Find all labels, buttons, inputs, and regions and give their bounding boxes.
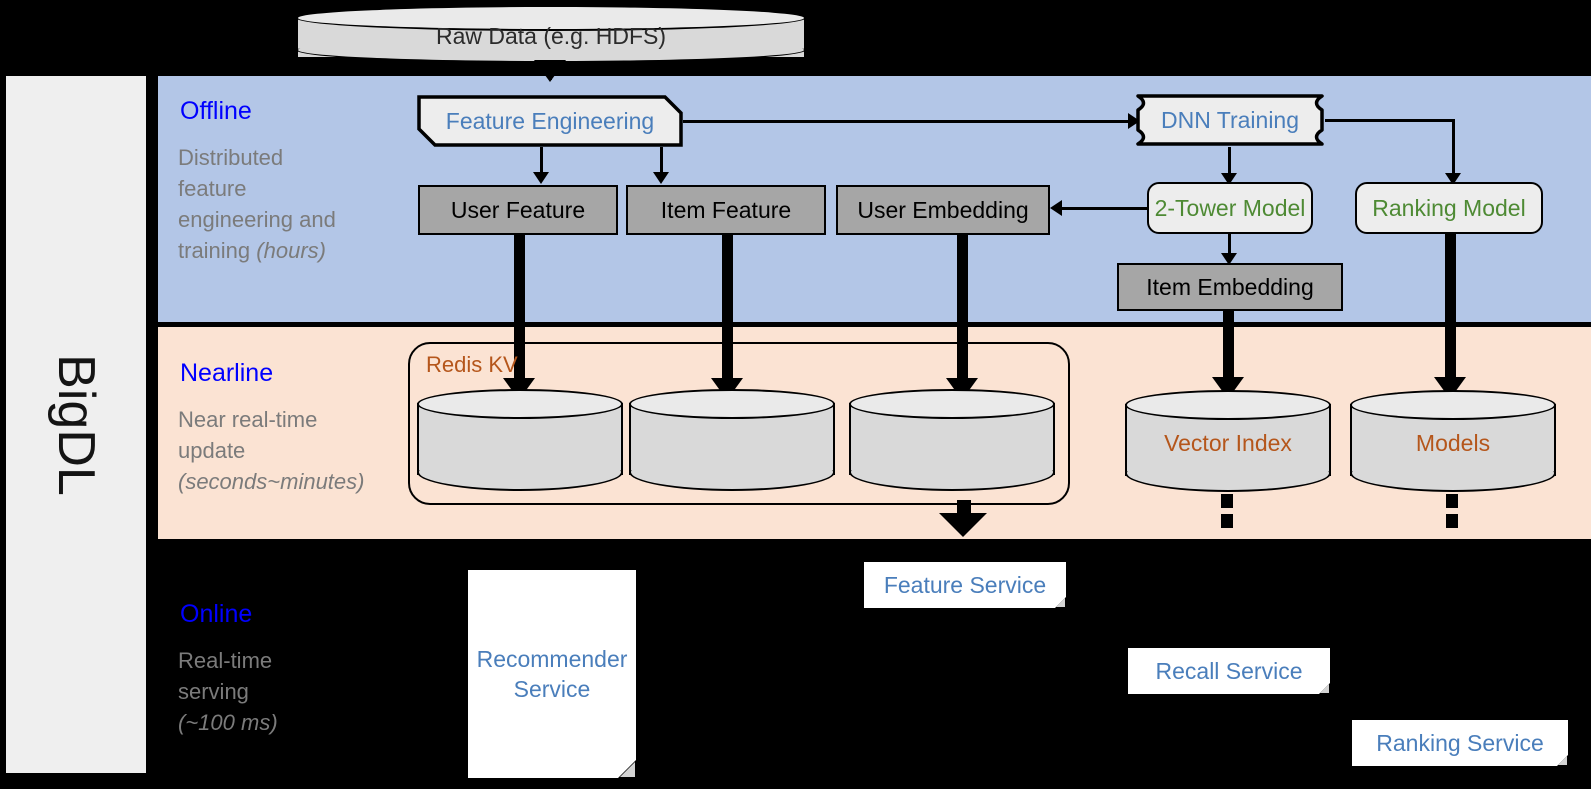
redis-kv-label: Redis KV (426, 352, 518, 377)
page-fold-inner-icon (1320, 684, 1329, 693)
connector-vectorindex-dash-1 (1221, 494, 1233, 508)
dnn-training-node[interactable]: DNN Training (1135, 93, 1325, 147)
nearline-subtitle-emphasis: (seconds~minutes) (178, 469, 365, 494)
page-fold-inner-icon (620, 762, 635, 777)
store-1-cylinder[interactable] (417, 389, 623, 493)
two-tower-model-node[interactable]: 2-Tower Model (1147, 182, 1313, 234)
nearline-subtitle-line2: update (178, 438, 246, 463)
pipe-userembedding-line (957, 235, 968, 380)
connector-models-dash-1 (1446, 494, 1458, 508)
dnn-training-label: DNN Training (1160, 106, 1300, 133)
recommender-service-label: Recommender Service (477, 644, 628, 704)
edge-fe-to-itemfeature-arrow (653, 172, 669, 184)
recall-service-label: Recall Service (1155, 657, 1303, 684)
edge-fe-to-userfeature-line (540, 147, 543, 175)
recommender-service-label-line2: Service (513, 676, 591, 702)
offline-subtitle-line3: engineering and (178, 207, 336, 232)
nearline-band-title: Nearline (180, 359, 274, 387)
page-fold-inner-icon (1558, 756, 1567, 765)
user-feature-node[interactable]: User Feature (418, 185, 618, 235)
offline-band-subtitle: Distributed feature engineering and trai… (178, 142, 393, 266)
recommender-service-node[interactable]: Recommender Service (468, 570, 636, 778)
redis-kv-container (408, 342, 1070, 505)
offline-band-title: Offline (180, 97, 252, 125)
offline-subtitle-emphasis: (hours) (256, 238, 326, 263)
edge-dnn-to-twotower-line (1228, 147, 1231, 177)
pipe-rankingmodel-line (1445, 234, 1456, 379)
offline-subtitle-line2: feature (178, 176, 247, 201)
recall-service-node[interactable]: Recall Service (1128, 648, 1330, 694)
edge-fe-to-userfeature-arrow (533, 172, 549, 184)
edge-dnn-to-ranking-v (1452, 119, 1455, 177)
online-subtitle-line2: serving (178, 679, 249, 704)
pipe-itemembedding-line (1223, 311, 1234, 379)
pipe-userfeature-line (514, 235, 525, 380)
ranking-model-label: Ranking Model (1372, 194, 1526, 221)
offline-subtitle-line4: training (178, 238, 257, 263)
raw-data-label: Raw Data (e.g. HDFS) (435, 23, 667, 49)
connector-redis-to-featureservice-stub (957, 500, 971, 514)
vector-index-label: Vector Index (1164, 430, 1292, 456)
feature-service-label: Feature Service (883, 571, 1047, 598)
feature-engineering-shape (417, 95, 683, 147)
raw-data-cylinder: Raw Data (e.g. HDFS) (296, 5, 806, 63)
ranking-service-node[interactable]: Ranking Service (1352, 720, 1568, 766)
edge-twotower-to-itemembedding-arrow (1221, 253, 1237, 265)
models-label: Models (1415, 430, 1491, 456)
user-embedding-node[interactable]: User Embedding (836, 185, 1050, 235)
dnn-training-shape (1136, 94, 1324, 146)
offline-subtitle-line1: Distributed (178, 145, 284, 170)
ranking-service-label: Ranking Service (1376, 729, 1544, 756)
edge-fe-to-dnn-line (683, 120, 1133, 123)
online-band-title: Online (180, 600, 253, 628)
user-feature-label: User Feature (450, 196, 586, 223)
nearline-subtitle-line1: Near real-time (178, 407, 318, 432)
pipe-itemfeature-line (722, 235, 733, 380)
edge-dnn-to-ranking-h (1325, 119, 1454, 122)
two-tower-model-label: 2-Tower Model (1154, 194, 1306, 221)
item-feature-node[interactable]: Item Feature (626, 185, 826, 235)
edge-twotower-to-itemembedding-line (1228, 234, 1231, 258)
user-embedding-label: User Embedding (857, 196, 1029, 223)
feature-service-node[interactable]: Feature Service (864, 562, 1066, 608)
connector-models-dash-2 (1446, 514, 1458, 528)
nearline-band-subtitle: Near real-time update (seconds~minutes) (178, 404, 393, 497)
item-embedding-label: Item Embedding (1146, 273, 1314, 300)
online-subtitle-line1: Real-time (178, 648, 273, 673)
item-embedding-node[interactable]: Item Embedding (1117, 263, 1343, 311)
connector-vectorindex-dash-2 (1221, 514, 1233, 528)
recommender-service-label-line1: Recommender (476, 646, 628, 672)
bigdl-rail: BigDL (6, 76, 146, 773)
connector-redis-to-featureservice-arrow (939, 513, 987, 537)
models-cylinder[interactable]: Models (1350, 390, 1556, 494)
page-fold-inner-icon (1056, 598, 1065, 607)
item-feature-label: Item Feature (660, 196, 792, 223)
online-band-subtitle: Real-time serving (~100 ms) (178, 645, 393, 738)
edge-rawdata-to-fe-arrow (534, 60, 566, 82)
store-2-cylinder[interactable] (629, 389, 835, 493)
edge-twotower-to-userembedding-line (1056, 207, 1148, 210)
ranking-model-node[interactable]: Ranking Model (1355, 182, 1543, 234)
feature-engineering-label: Feature Engineering (445, 107, 655, 134)
edge-twotower-to-userembedding-arrow (1050, 200, 1062, 216)
feature-engineering-node[interactable]: Feature Engineering (417, 95, 683, 147)
store-3-cylinder[interactable] (849, 389, 1055, 493)
online-subtitle-emphasis: (~100 ms) (178, 710, 278, 735)
vector-index-cylinder[interactable]: Vector Index (1125, 390, 1331, 494)
bigdl-label: BigDL (47, 353, 106, 496)
edge-fe-to-itemfeature-line (660, 147, 663, 175)
